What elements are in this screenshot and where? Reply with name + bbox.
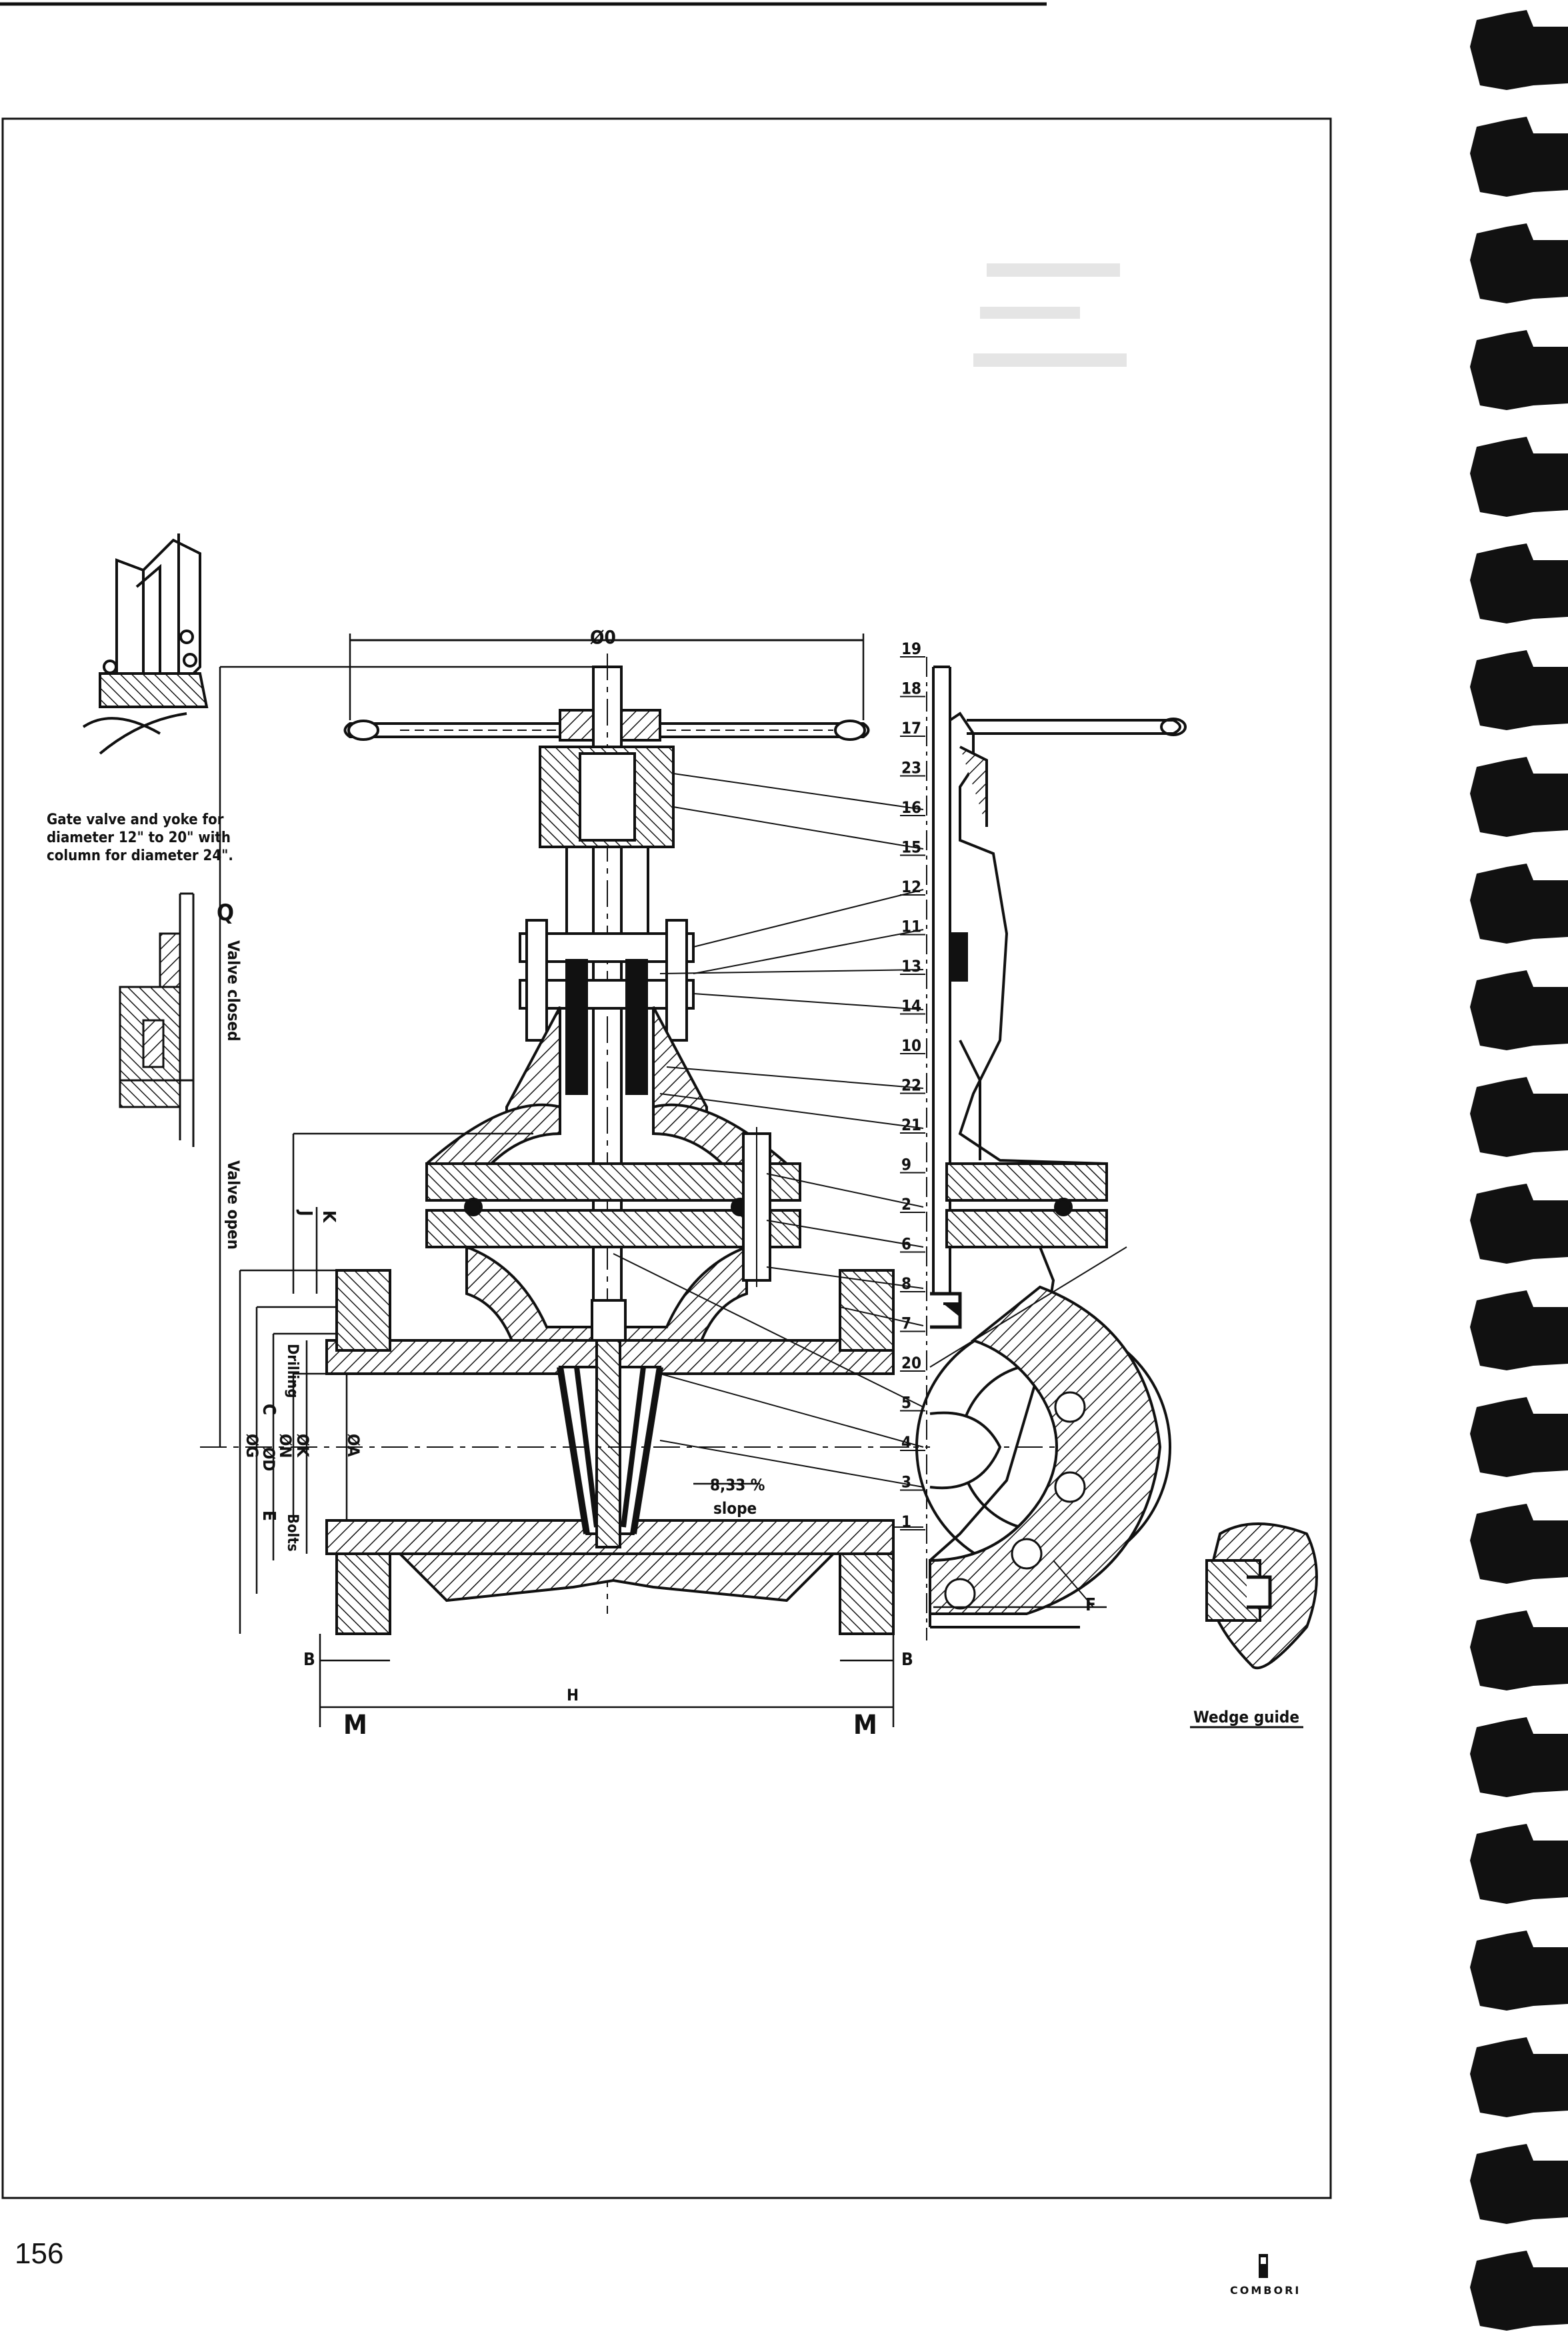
dimension-lines xyxy=(219,634,1107,1727)
binding-ring xyxy=(1470,2037,1568,2117)
binding-ring xyxy=(1470,757,1568,837)
dim-m-left: M xyxy=(343,1710,367,1740)
part-number-9: 9 xyxy=(901,1156,911,1174)
inset-note-line-2: diameter 12" to 20" with xyxy=(47,830,231,846)
binding-ring xyxy=(1470,970,1568,1050)
part-number-22: 22 xyxy=(901,1076,921,1095)
binding-ring xyxy=(1470,1610,1568,1690)
binding-ring xyxy=(1470,223,1568,303)
dim-a: ØA xyxy=(344,1434,363,1457)
binding-ring xyxy=(1470,117,1568,197)
part-number-1: 1 xyxy=(901,1512,911,1531)
part-number-18: 18 xyxy=(901,680,921,698)
valve-outline-right xyxy=(915,666,1187,1628)
page-number: 156 xyxy=(15,2237,64,2270)
binding-ring xyxy=(1470,1397,1568,1477)
binding-ring xyxy=(1470,437,1568,517)
binding-ring xyxy=(1470,543,1568,624)
valve-closed-label: Valve closed xyxy=(224,940,243,1042)
slope-value: 8,33 % xyxy=(710,1476,765,1494)
part-leader-lines xyxy=(613,773,1127,1608)
wedge-guide-detail xyxy=(1190,1522,1318,1728)
part-number-2: 2 xyxy=(901,1195,911,1214)
yoke-inset-sketch xyxy=(82,533,209,755)
part-number-13: 13 xyxy=(901,957,921,976)
dim-m-right: M xyxy=(853,1710,877,1740)
binding-ring xyxy=(1470,2251,1568,2331)
dim-d: ØD xyxy=(259,1447,278,1471)
binding-ring xyxy=(1470,1504,1568,1584)
part-number-14: 14 xyxy=(901,997,921,1016)
dim-e: E xyxy=(259,1510,279,1521)
part-number-12: 12 xyxy=(901,878,921,896)
binding-ring xyxy=(1470,1931,1568,2011)
part-number-21: 21 xyxy=(901,1116,921,1134)
binding-rings xyxy=(1470,10,1568,2331)
dim-h: H xyxy=(567,1686,579,1704)
part-number-19: 19 xyxy=(901,640,921,658)
part-number-3: 3 xyxy=(901,1473,911,1492)
dim-q: Q xyxy=(217,900,234,926)
part-number-10: 10 xyxy=(901,1036,921,1055)
dim-j: J xyxy=(295,1209,315,1216)
binding-ring xyxy=(1470,1077,1568,1157)
dim-k-lower: ØK xyxy=(293,1434,312,1458)
binding-ring xyxy=(1470,1184,1568,1264)
inset-note-line-3: column for diameter 24". xyxy=(47,848,233,864)
dim-k-upper: K xyxy=(319,1210,339,1223)
part-number-23: 23 xyxy=(901,759,921,778)
brand-name: COMBORI xyxy=(1230,2284,1301,2297)
binding-ring xyxy=(1470,10,1568,90)
binding-ring xyxy=(1470,330,1568,410)
dim-b-left: B xyxy=(303,1650,315,1670)
flange-body-holes xyxy=(944,1391,1086,1610)
flange-body-hatch xyxy=(929,1285,1162,1615)
valve-open-label: Valve open xyxy=(224,1160,243,1250)
dim-b-right: B xyxy=(901,1650,913,1670)
binding-ring xyxy=(1470,1717,1568,1797)
dim-bolts: Bolts xyxy=(284,1514,301,1552)
faded-text-block xyxy=(973,263,1127,367)
dim-diameter-o: Ø0 xyxy=(590,626,616,648)
part-number-7: 7 xyxy=(901,1314,911,1333)
binding-ring xyxy=(1470,650,1568,730)
binding-ring xyxy=(1470,2144,1568,2224)
part-number-20: 20 xyxy=(901,1354,921,1372)
dim-drilling: Drilling xyxy=(284,1344,301,1398)
drawing-frame xyxy=(1,117,1332,2199)
binding-ring xyxy=(1470,1290,1568,1370)
brand-logo-mark xyxy=(1259,2254,1268,2278)
dim-c: C xyxy=(259,1404,279,1415)
binding-ring xyxy=(1470,1824,1568,1904)
column-detail-inset xyxy=(119,892,195,1147)
dim-n: ØN xyxy=(276,1434,295,1458)
dim-f: F xyxy=(1085,1595,1096,1615)
wedge-guide-caption: Wedge guide xyxy=(1193,1708,1299,1726)
inset-note-line-1: Gate valve and yoke for xyxy=(47,812,224,828)
slope-label: slope xyxy=(713,1499,757,1518)
dim-g: ØG xyxy=(243,1434,261,1458)
part-number-17: 17 xyxy=(901,719,921,738)
binding-ring xyxy=(1470,864,1568,944)
valve-section xyxy=(200,639,1140,1635)
part-number-8: 8 xyxy=(901,1274,911,1293)
